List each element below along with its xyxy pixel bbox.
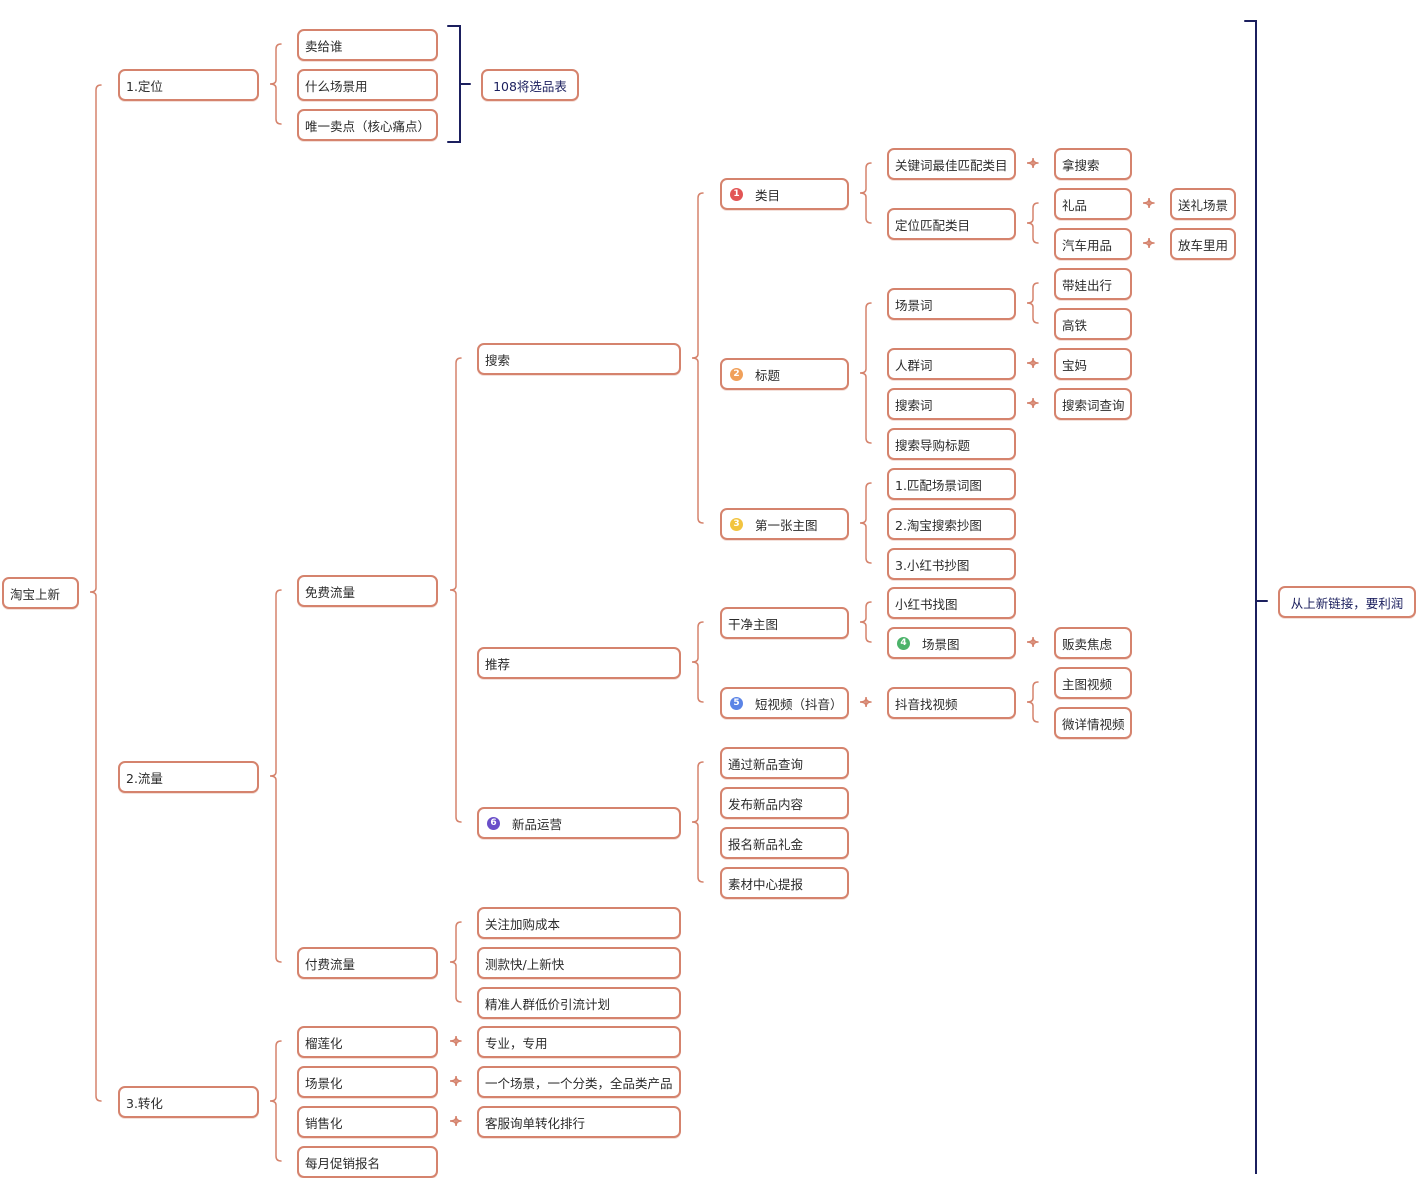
number-6-icon: 6	[487, 816, 500, 830]
summary-bracket-positioning	[447, 25, 471, 143]
node-traffic[interactable]: 2.流量	[118, 761, 259, 793]
brace-keyword-best-category	[1026, 157, 1039, 169]
brace-first-main-image	[859, 482, 872, 564]
number-1-icon: 1	[730, 187, 743, 201]
node-mom[interactable]: 宝妈	[1054, 348, 1132, 380]
node-monthly-promo[interactable]: 每月促销报名	[297, 1146, 438, 1178]
brace-scenario-based	[449, 1075, 462, 1087]
node-car-goods[interactable]: 汽车用品	[1054, 228, 1132, 260]
brace-douyin-find-video	[1026, 681, 1039, 723]
node-positioning[interactable]: 1.定位	[118, 69, 259, 101]
brace-search	[691, 192, 704, 524]
node-scene-words[interactable]: 场景词	[887, 288, 1016, 320]
node-durian[interactable]: 榴莲化	[297, 1026, 438, 1058]
node-use-scenario[interactable]: 什么场景用	[297, 69, 438, 101]
node-gift-scene[interactable]: 送礼场景	[1170, 188, 1236, 220]
brace-category	[859, 162, 872, 224]
node-test-fast[interactable]: 测款快/上新快	[477, 947, 681, 979]
node-match-scene-image[interactable]: 1.匹配场景词图	[887, 468, 1016, 500]
node-search-word-query[interactable]: 搜索词查询	[1054, 388, 1132, 420]
brace-traffic	[269, 589, 282, 963]
node-search-words[interactable]: 搜索词	[887, 388, 1016, 420]
node-publish-new-content[interactable]: 发布新品内容	[720, 787, 849, 819]
brace-conversion	[269, 1040, 282, 1162]
node-one-scene-one-category[interactable]: 一个场景，一个分类，全品类产品	[477, 1066, 681, 1098]
node-keyword-best-category[interactable]: 关键词最佳匹配类目	[887, 148, 1016, 180]
node-scenario-based[interactable]: 场景化	[297, 1066, 438, 1098]
brace-gift	[1142, 197, 1155, 209]
brace-car-goods	[1142, 237, 1155, 249]
node-taobao-search-copy[interactable]: 2.淘宝搜索抄图	[887, 508, 1016, 540]
brace-paid-traffic	[449, 921, 462, 1003]
summary-bracket-all	[1244, 20, 1268, 1174]
brace-new-product-ops	[691, 761, 704, 883]
number-3-icon: 3	[730, 517, 743, 531]
node-free-traffic[interactable]: 免费流量	[297, 575, 438, 607]
number-2-icon: 2	[730, 367, 743, 381]
brace-search-words	[1026, 397, 1039, 409]
brace-root	[89, 84, 102, 1102]
brace-durian	[449, 1035, 462, 1047]
number-4-icon: 4	[897, 636, 910, 650]
node-crowd-words[interactable]: 人群词	[887, 348, 1016, 380]
node-search[interactable]: 搜索	[477, 343, 681, 375]
node-new-product-query[interactable]: 通过新品查询	[720, 747, 849, 779]
brace-title	[859, 302, 872, 444]
brace-positioning	[269, 43, 282, 125]
node-xiaohongshu-copy[interactable]: 3.小红书抄图	[887, 548, 1016, 580]
node-locate-category[interactable]: 定位匹配类目	[887, 208, 1016, 240]
node-paid-traffic[interactable]: 付费流量	[297, 947, 438, 979]
node-service-ranking[interactable]: 客服询单转化排行	[477, 1106, 681, 1138]
node-sell-anxiety[interactable]: 贩卖焦虑	[1054, 627, 1132, 659]
node-sales-based[interactable]: 销售化	[297, 1106, 438, 1138]
node-high-speed-rail[interactable]: 高铁	[1054, 308, 1132, 340]
node-professional[interactable]: 专业，专用	[477, 1026, 681, 1058]
node-recommend[interactable]: 推荐	[477, 647, 681, 679]
brace-locate-category	[1026, 202, 1039, 244]
brace-crowd-words	[1026, 357, 1039, 369]
brace-recommend	[691, 621, 704, 703]
brace-sales-based	[449, 1115, 462, 1127]
node-with-kids[interactable]: 带娃出行	[1054, 268, 1132, 300]
node-unique-selling-point[interactable]: 唯一卖点（核心痛点）	[297, 109, 438, 141]
node-xiaohongshu-find[interactable]: 小红书找图	[887, 587, 1016, 619]
node-precise-crowd-plan[interactable]: 精准人群低价引流计划	[477, 987, 681, 1019]
node-selection-table[interactable]: 108将选品表	[481, 69, 579, 101]
node-clean-main-image[interactable]: 干净主图	[720, 607, 849, 639]
root-node[interactable]: 淘宝上新	[2, 577, 79, 609]
brace-free-traffic	[449, 357, 462, 823]
number-5-icon: 5	[730, 696, 743, 710]
brace-scene-words	[1026, 282, 1039, 324]
node-douyin-find-video[interactable]: 抖音找视频	[887, 687, 1016, 719]
node-register-new-gift[interactable]: 报名新品礼金	[720, 827, 849, 859]
node-get-search[interactable]: 拿搜索	[1054, 148, 1132, 180]
node-focus-cart-cost[interactable]: 关注加购成本	[477, 907, 681, 939]
node-search-guide-title[interactable]: 搜索导购标题	[887, 428, 1016, 460]
brace-scene-image	[1026, 636, 1039, 648]
brace-short-video	[859, 696, 872, 708]
node-material-center[interactable]: 素材中心提报	[720, 867, 849, 899]
node-profit-summary[interactable]: 从上新链接，要利润	[1278, 586, 1416, 618]
node-conversion[interactable]: 3.转化	[118, 1086, 259, 1118]
node-main-video[interactable]: 主图视频	[1054, 667, 1132, 699]
node-gift[interactable]: 礼品	[1054, 188, 1132, 220]
node-sell-to-whom[interactable]: 卖给谁	[297, 29, 438, 61]
brace-clean-main-image	[859, 601, 872, 643]
node-detail-video[interactable]: 微详情视频	[1054, 707, 1132, 739]
node-in-car-use[interactable]: 放车里用	[1170, 228, 1236, 260]
